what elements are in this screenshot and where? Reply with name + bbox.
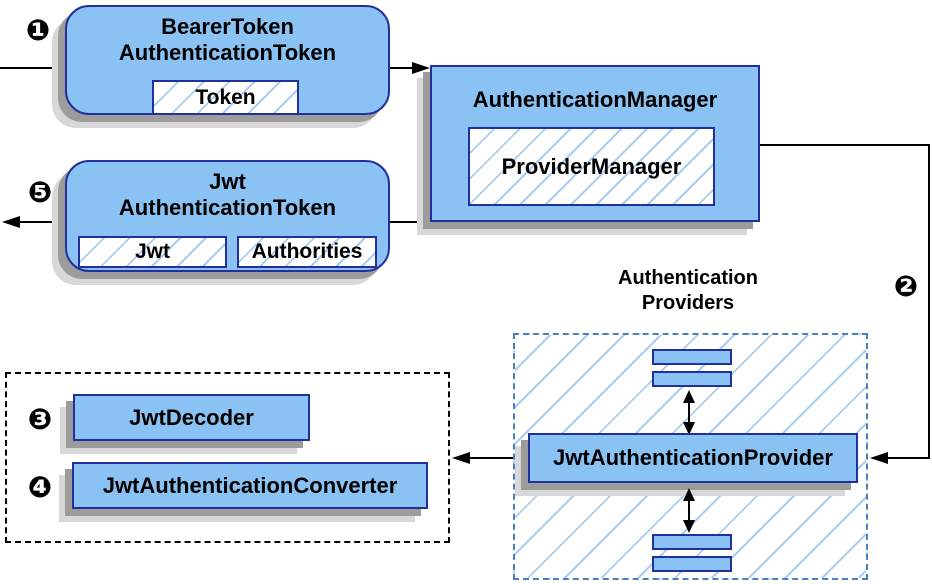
manager-to-jwt-token-line — [390, 221, 430, 223]
response-out-arrowhead — [2, 216, 20, 228]
jwt-token-title-line1: Jwt — [209, 169, 246, 194]
step-1-badge: ❶ — [25, 13, 51, 47]
authentication-manager-title: AuthenticationManager — [472, 87, 718, 112]
jwt-authentication-converter-label: JwtAuthenticationConverter — [102, 473, 398, 498]
bearer-token-title-line2: AuthenticationToken — [118, 40, 337, 65]
step-3-badge: ❸ — [27, 402, 53, 436]
top-double-arrow-up-head — [683, 390, 695, 403]
authentication-providers-label: Authentication Providers — [563, 266, 813, 316]
authentication-providers-label-line2: Providers — [641, 292, 735, 314]
token-chip-label: Token — [195, 86, 256, 109]
into-provider-arrowhead — [870, 452, 888, 464]
token-chip: Token — [152, 80, 299, 115]
bottom-double-arrow-line — [688, 499, 690, 521]
authentication-manager-box: AuthenticationManager ProviderManager — [430, 65, 760, 222]
jwt-decoder-label: JwtDecoder — [129, 405, 254, 430]
jwt-token-title-line2: AuthenticationToken — [118, 195, 337, 220]
step-4-badge: ❹ — [27, 470, 53, 504]
jwt-authentication-provider-label: JwtAuthenticationProvider — [553, 445, 833, 470]
request-in-line — [0, 67, 65, 69]
jwt-decoder-box: JwtDecoder — [73, 394, 310, 441]
provider-manager-chip-label: ProviderManager — [501, 154, 682, 179]
provider-to-decoder-line — [466, 457, 513, 459]
into-provider-line — [886, 457, 930, 459]
authorities-chip-label: Authorities — [251, 240, 363, 263]
top-double-arrow-line — [688, 401, 690, 423]
step-2-badge: ❷ — [893, 269, 919, 303]
bearer-to-manager-arrowhead — [412, 62, 430, 74]
provider-stack-bar-bottom-2 — [652, 556, 732, 572]
step-5-badge: ❺ — [27, 175, 53, 209]
authorities-chip: Authorities — [237, 236, 377, 268]
jwt-authentication-provider-box: JwtAuthenticationProvider — [528, 433, 858, 483]
jwt-authentication-converter-box: JwtAuthenticationConverter — [72, 462, 428, 509]
right-vertical-line — [928, 144, 930, 459]
jwt-authentication-token-box: Jwt AuthenticationToken Jwt Authorities — [65, 160, 390, 272]
jwt-chip-label: Jwt — [134, 240, 170, 263]
authentication-providers-label-line1: Authentication — [618, 267, 758, 289]
provider-stack-bar-bottom-1 — [652, 534, 732, 550]
provider-stack-bar-top-2 — [652, 371, 732, 387]
bottom-double-arrow-down-head — [683, 520, 695, 533]
provider-to-decoder-arrowhead — [452, 452, 470, 464]
bearer-to-manager-line — [390, 67, 416, 69]
manager-right-line — [760, 144, 930, 146]
bottom-double-arrow-up-head — [683, 488, 695, 501]
provider-stack-bar-top-1 — [652, 349, 732, 365]
bearer-token-authentication-token-box: BearerToken AuthenticationToken Token — [65, 5, 390, 115]
provider-manager-chip: ProviderManager — [468, 127, 715, 206]
bearer-token-title-line1: BearerToken — [161, 14, 294, 39]
response-out-line — [18, 221, 65, 223]
jwt-chip: Jwt — [78, 236, 227, 268]
top-double-arrow-down-head — [683, 422, 695, 435]
